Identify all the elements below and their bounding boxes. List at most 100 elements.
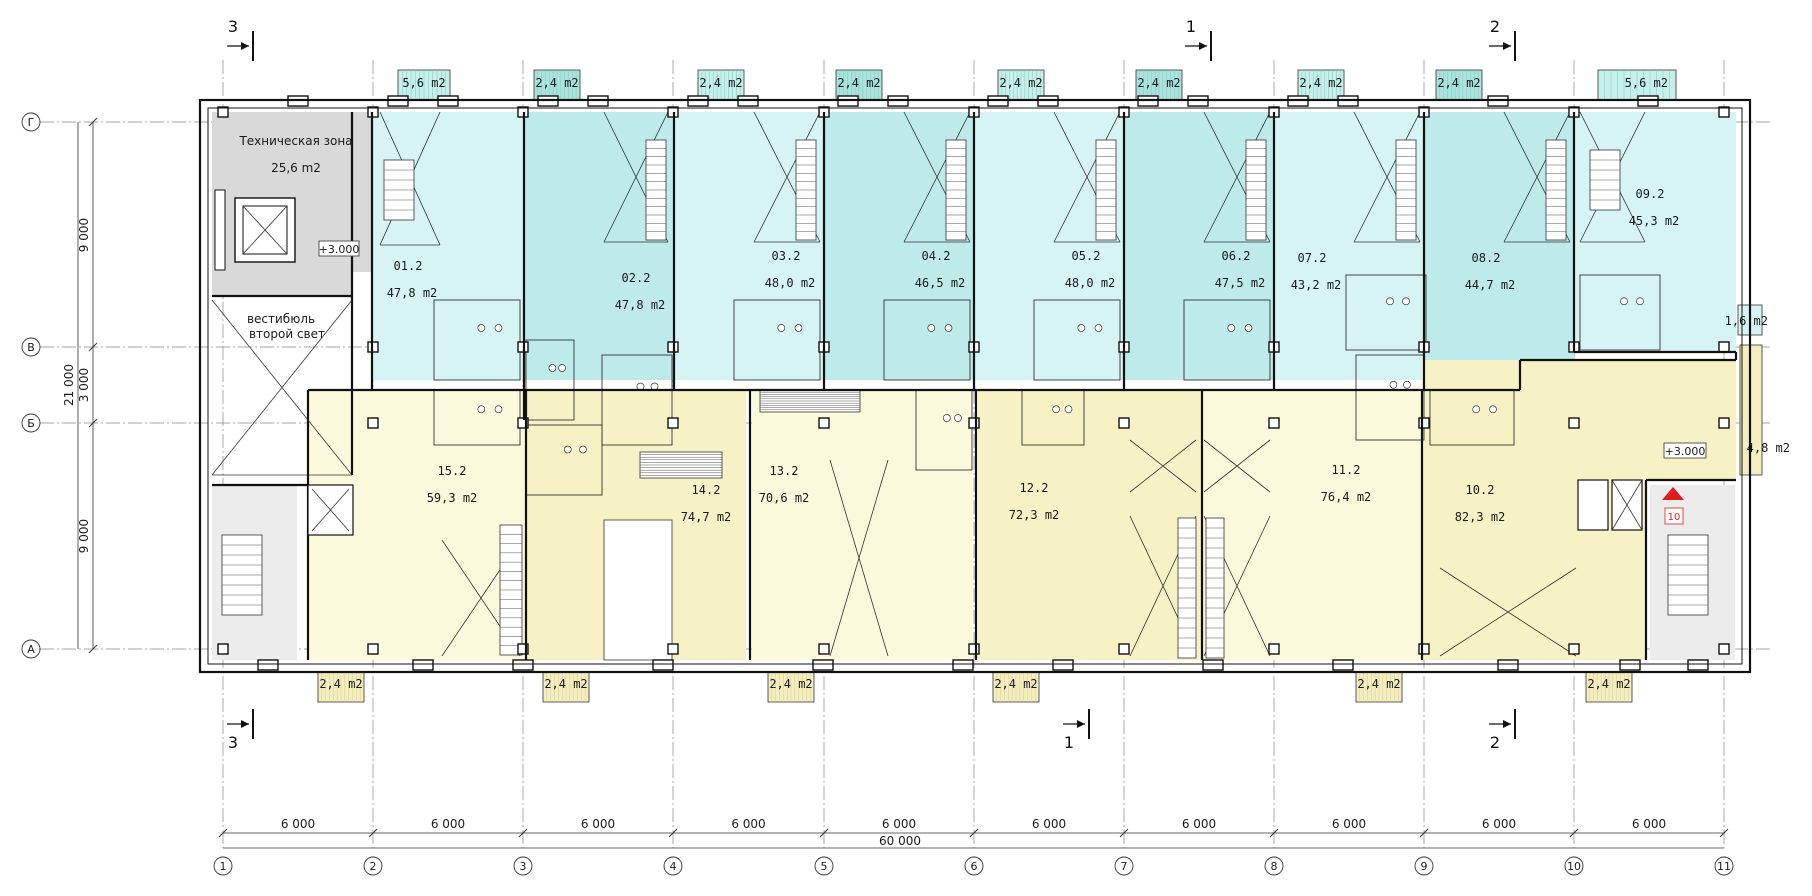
span-dim: 6 000 (1182, 817, 1216, 831)
col-axis-bubble (663, 856, 683, 876)
column (667, 417, 679, 429)
top-balcony-area: 5,6 m2 (1625, 76, 1668, 90)
column (968, 417, 980, 429)
unit-name: 13.2 (770, 464, 799, 478)
unit-12-fill (978, 390, 1202, 660)
col-axis-bubble (964, 856, 984, 876)
column (1418, 417, 1430, 429)
unit-13-fill (752, 390, 972, 660)
unit-area: 74,7 m2 (681, 510, 732, 524)
col-axis-label: 7 (1121, 860, 1128, 873)
unit-area: 59,3 m2 (427, 491, 478, 505)
section-label: 1 (1186, 17, 1196, 36)
left-dim-1: 9 000 (77, 218, 91, 252)
section-label: 3 (228, 733, 238, 752)
section-arrow-icon (241, 720, 249, 728)
unit-area: 45,3 m2 (1629, 214, 1680, 228)
left-dim-2: 3 000 (77, 368, 91, 402)
unit-name: 09.2 (1636, 187, 1665, 201)
bottom-balcony-area: 2,4 m2 (1357, 677, 1400, 691)
wall-pier (257, 659, 279, 671)
row-axis-bubble (21, 337, 41, 357)
unit-name: 04.2 (922, 249, 951, 263)
right-balcony-area: 4,8 m2 (1747, 441, 1790, 455)
unit-name: 10.2 (1466, 483, 1495, 497)
room-fills (212, 112, 1763, 660)
col-axis-bubble (513, 856, 533, 876)
bottom-balcony-area: 2,4 m2 (769, 677, 812, 691)
column (1568, 417, 1580, 429)
top-balcony-area: 2,4 m2 (999, 76, 1042, 90)
col-axis-bubble (1564, 856, 1584, 876)
wall-pier (652, 659, 674, 671)
wet-room (1033, 299, 1121, 381)
section-label: 1 (1064, 733, 1074, 752)
wet-room (1345, 274, 1427, 351)
span-dim: 6 000 (281, 817, 315, 831)
north-marker-icon (1662, 487, 1684, 500)
wet-room (601, 354, 673, 446)
col-axis-bubble (1414, 856, 1434, 876)
wall-pier (1497, 659, 1519, 671)
unit-name: 15.2 (438, 464, 467, 478)
column (1718, 106, 1730, 118)
span-dim: 6 000 (431, 817, 465, 831)
column (217, 643, 229, 655)
wet-room (433, 299, 521, 381)
outer-wall-inner (207, 107, 1743, 665)
span-dim: 6 000 (1482, 817, 1516, 831)
column (968, 643, 980, 655)
unit-area: 70,6 m2 (759, 491, 810, 505)
outer-wall (198, 98, 1752, 674)
wet-room (1579, 274, 1661, 351)
row-axis-bubble (21, 639, 41, 659)
unit-name: 01.2 (394, 259, 423, 273)
section-arrow-icon (1503, 42, 1511, 50)
bottom-balcony-area: 2,4 m2 (1587, 677, 1630, 691)
span-dim: 6 000 (731, 817, 765, 831)
section-arrow-icon (1077, 720, 1085, 728)
col-axis-label: 4 (670, 860, 677, 873)
bottom-balcony-area: 2,4 m2 (994, 677, 1037, 691)
left-dim-3: 9 000 (77, 519, 91, 553)
section-arrow-icon (1199, 42, 1207, 50)
column (1268, 417, 1280, 429)
wet-room (525, 339, 575, 421)
col-axis-label: 8 (1271, 860, 1278, 873)
column (1268, 643, 1280, 655)
row-axis-bubble (21, 112, 41, 132)
column (367, 417, 379, 429)
column (1718, 417, 1730, 429)
wall-pier (412, 659, 434, 671)
column (1418, 643, 1430, 655)
wet-room (1355, 354, 1425, 441)
column (517, 643, 529, 655)
span-dim: 6 000 (581, 817, 615, 831)
wall-pier (512, 659, 534, 671)
unit-area: 76,4 m2 (1321, 490, 1372, 504)
top-balcony-area: 2,4 m2 (1137, 76, 1180, 90)
unit-name: 08.2 (1472, 251, 1501, 265)
bottom-balcony-area: 2,4 m2 (544, 677, 587, 691)
unit-10-upper-fill (1520, 360, 1736, 480)
interior-details (217, 95, 1730, 671)
unit-name: 05.2 (1072, 249, 1101, 263)
span-dim: 6 000 (882, 817, 916, 831)
col-axis-label: 1 (220, 860, 227, 873)
top-balcony-area: 2,4 m2 (699, 76, 742, 90)
balconies: 5,6 m2 2,4 m2 2,4 m2 2,4 m2 2,4 m2 2,4 m2 2,4 … (317, 69, 1790, 703)
wall-pier (1332, 659, 1354, 671)
tech-zone-name: Техническая зона (238, 134, 352, 148)
column (667, 643, 679, 655)
top-balcony-area: 2,4 m2 (1437, 76, 1480, 90)
right-annotations: +3.000 10 (1662, 442, 1707, 525)
unit-area: 47,5 m2 (1215, 276, 1266, 290)
unit-name: 07.2 (1298, 251, 1327, 265)
unit-area: 48,0 m2 (765, 276, 816, 290)
column (217, 106, 229, 118)
wall-pier (812, 659, 834, 671)
col-axis-label: 11 (1717, 860, 1731, 873)
